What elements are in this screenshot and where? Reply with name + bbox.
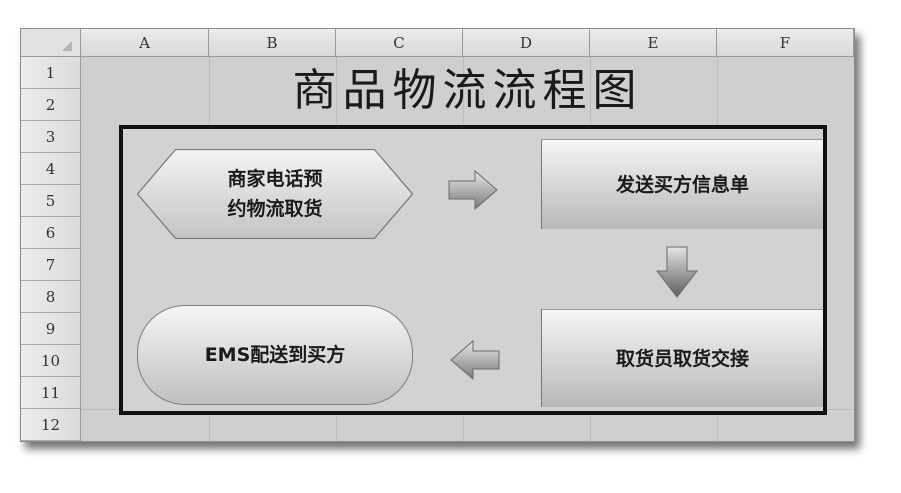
row-header-3[interactable]: 3	[21, 121, 81, 153]
row-header-1[interactable]: 1	[21, 57, 81, 89]
row-header-9[interactable]: 9	[21, 313, 81, 345]
row-header-10[interactable]: 10	[21, 345, 81, 377]
column-header-d[interactable]: D	[463, 29, 590, 57]
row-header-4[interactable]: 4	[21, 153, 81, 185]
row-header-11[interactable]: 11	[21, 377, 81, 409]
row-header-5[interactable]: 5	[21, 185, 81, 217]
select-all-corner[interactable]	[21, 29, 81, 57]
column-header-a[interactable]: A	[81, 29, 209, 57]
step-send-buyer-info[interactable]: 发送买方信息单	[541, 139, 823, 229]
arrow-right-icon	[448, 169, 498, 211]
column-header-c[interactable]: C	[336, 29, 463, 57]
column-header-b[interactable]: B	[209, 29, 336, 57]
row-header-7[interactable]: 7	[21, 249, 81, 281]
arrow-down-icon	[655, 246, 699, 298]
diagram-title[interactable]: 商品物流流程图	[292, 65, 643, 116]
step-ems-delivery[interactable]: EMS配送到买方	[137, 305, 413, 405]
row-header-12[interactable]: 12	[21, 409, 81, 441]
row-header-8[interactable]: 8	[21, 281, 81, 313]
row-header-6[interactable]: 6	[21, 217, 81, 249]
column-header-e[interactable]: E	[590, 29, 717, 57]
select-all-triangle-icon	[62, 41, 72, 51]
arrow-left-icon	[450, 339, 500, 381]
step-pickup-handover[interactable]: 取货员取货交接	[541, 309, 823, 407]
step-phone-booking[interactable]: 商家电话预 约物流取货	[137, 149, 413, 239]
flowchart-frame[interactable]: 商家电话预 约物流取货 发送买方信息单 取货员取货交接	[119, 125, 827, 415]
column-header-f[interactable]: F	[717, 29, 854, 57]
spreadsheet: A B C D E F 1 2 3 4 5 6 7 8 9 10 11 12 商…	[20, 28, 855, 442]
row-header-2[interactable]: 2	[21, 89, 81, 121]
